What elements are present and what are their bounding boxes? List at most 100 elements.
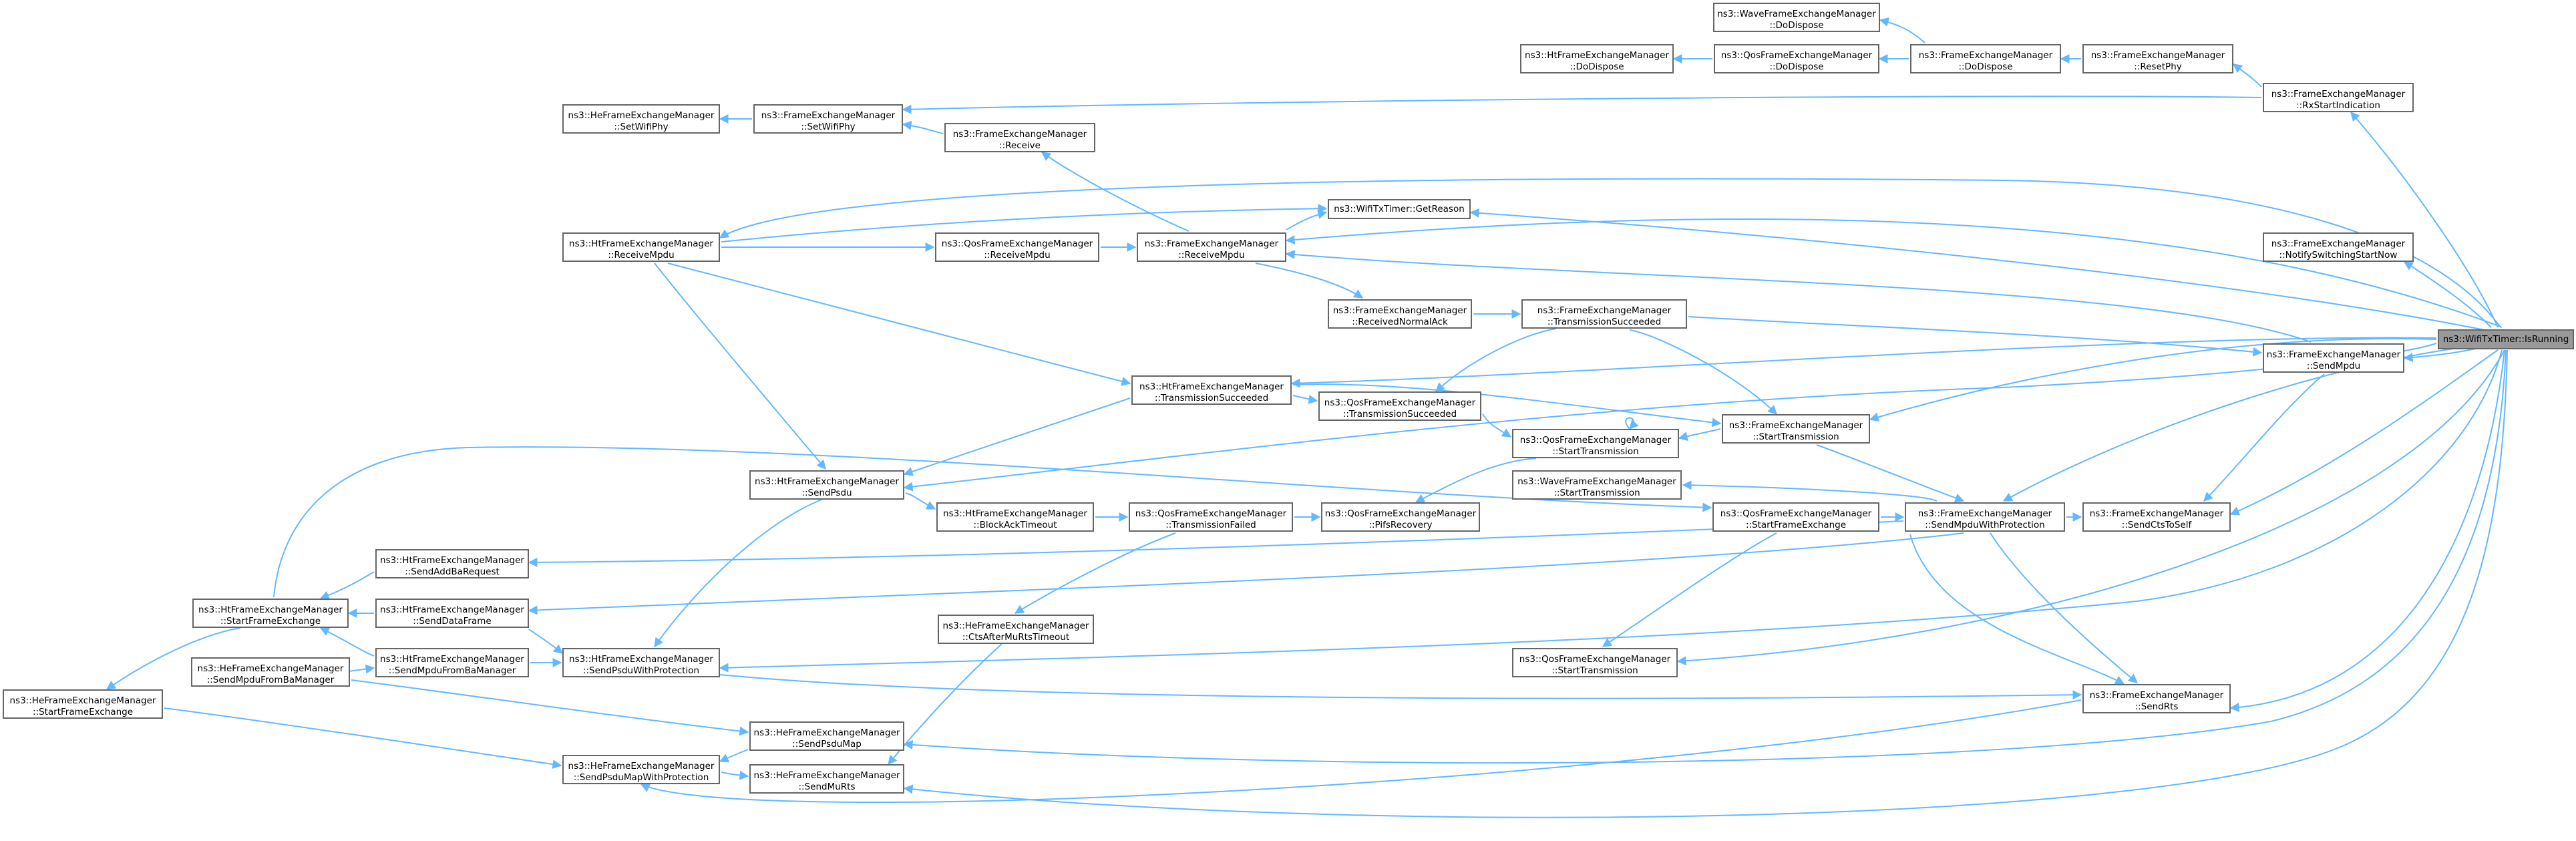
node-fem-dodispose[interactable]: ns3::FrameExchangeManager::DoDispose [1910, 44, 2061, 73]
edge-fem-sendmpduwithprot-to-fem-starttx [1816, 444, 1965, 503]
edge-he-sendmurts-to-target [903, 349, 2508, 818]
node-fem-sendrts[interactable]: ns3::FrameExchangeManager::SendRts [2082, 684, 2231, 713]
edge-ht-startframeexchange-to-ht-sendmpdufromba [319, 627, 375, 657]
node-ht-blockacktimeout[interactable]: ns3::HtFrameExchangeManager::BlockAckTim… [936, 502, 1094, 532]
edge-ht-startframeexchange-to-ht-sendaddba [319, 571, 375, 600]
edge-qos-starttx-a-self [1625, 417, 1639, 430]
node-ht-receivempdu[interactable]: ns3::HtFrameExchangeManager::ReceiveMpdu [562, 232, 720, 262]
edge-ht-sendpsdu-to-ht-receivempdu [654, 263, 826, 470]
edge-fem-starttx-to-fem-txsucceeded [1629, 329, 1777, 415]
node-wifitxtimer-isrunning[interactable]: ns3::WifiTxTimer::IsRunning [2438, 329, 2574, 349]
node-ht-dodispose[interactable]: ns3::HtFrameExchangeManager::DoDispose [1520, 44, 1674, 73]
edge-fem-setwifiphy-to-rxstart [902, 96, 2262, 114]
edge-fem-sendmpduwithprot-to-target [2002, 344, 2485, 502]
edge-receivednormalack-to-fem-receivempdu [1255, 263, 1364, 299]
edge-ht-txsucceeded-to-ht-receivempdu [667, 263, 1131, 386]
node-wifitxtimer-getreason[interactable]: ns3::WifiTxTimer::GetReason [1328, 199, 1471, 219]
edge-getreason-to-ht-receivempdu [721, 204, 1328, 242]
node-qos-starttransmission-a[interactable]: ns3::QosFrameExchangeManager::StartTrans… [1512, 429, 1679, 458]
node-fem-sendmpduwithprotection[interactable]: ns3::FrameExchangeManager::SendMpduWithP… [1905, 502, 2065, 532]
edge-fem-starttx-to-target [1869, 338, 2437, 422]
node-ht-senddataframe[interactable]: ns3::HtFrameExchangeManager::SendDataFra… [375, 599, 529, 628]
node-qos-startframeexchange[interactable]: ns3::QosFrameExchangeManager::StartFrame… [1712, 502, 1879, 532]
edge-he-sendpsdumapwithprot-to-he-sendpsdumap [719, 749, 749, 763]
node-wave-dodispose[interactable]: ns3::WaveFrameExchangeManager::DoDispose [1713, 3, 1880, 32]
edge-fem-receivempdu-to-sendmpdu-back [1285, 250, 2312, 343]
edge-qos-startframeexchange-to-ht-startframeexchange [273, 446, 1712, 598]
edge-ht-sendpsdu-to-target [903, 343, 2437, 492]
node-qos-pifsrecovery[interactable]: ns3::QosFrameExchangeManager::PifsRecove… [1321, 502, 1480, 532]
edge-ht-txsucceeded-to-target [1290, 337, 2437, 388]
node-fem-resetphy[interactable]: ns3::FrameExchangeManager::ResetPhy [2082, 44, 2233, 73]
node-fem-starttransmission[interactable]: ns3::FrameExchangeManager::StartTransmis… [1722, 414, 1870, 444]
edge-fem-sendrts-to-qos-starttx-b [1909, 534, 2125, 685]
node-fem-setwifiphy[interactable]: ns3::FrameExchangeManager::SetWifiPhy [753, 104, 903, 134]
edge-fem-setwifiphy-to-receive [902, 120, 944, 134]
node-fem-receivednormalack[interactable]: ns3::FrameExchangeManager::ReceivedNorma… [1328, 299, 1472, 329]
node-ht-transmissionsucceeded[interactable]: ns3::HtFrameExchangeManager::Transmissio… [1131, 375, 1292, 405]
node-ht-sendaddbarequest[interactable]: ns3::HtFrameExchangeManager::SendAddBaRe… [375, 549, 529, 578]
edge-receive-to-fem-receivempdu [1041, 152, 1189, 232]
edge-fem-sendrts-to-target [2229, 349, 2505, 713]
edge-wave-dodispose-to-fem-dodispose [1879, 17, 1925, 43]
edge-he-sendmurts-to-ctsaftermurts [888, 643, 1002, 766]
edge-he-sendpsdumapwithprot-to-fem-sendrts [640, 699, 2082, 803]
node-he-sendpsdumap[interactable]: ns3::HeFrameExchangeManager::SendPsduMap [749, 721, 904, 751]
node-fem-rxstartindication[interactable]: ns3::FrameExchangeManager::RxStartIndica… [2263, 83, 2414, 112]
node-he-startframeexchange[interactable]: ns3::HeFrameExchangeManager::StartFrameE… [3, 689, 163, 719]
edge-rxstart-to-target [2350, 111, 2499, 328]
edge-ht-sendpsduwithprot-to-ht-sendpsdu [654, 499, 822, 648]
edge-pifsrecovery-to-qos-starttx-a [1415, 458, 1537, 503]
edge-qos-txsucceeded-to-fem-txsucceeded [1435, 328, 1557, 392]
node-qos-transmissionsucceeded[interactable]: ns3::QosFrameExchangeManager::Transmissi… [1318, 391, 1481, 421]
node-wave-starttransmission[interactable]: ns3::WaveFrameExchangeManager::StartTran… [1512, 470, 1682, 500]
edge-qos-txsucceeded-to-ht-txsucceeded [1292, 395, 1318, 404]
node-qos-starttransmission-b[interactable]: ns3::QosFrameExchangeManager::StartTrans… [1512, 648, 1678, 677]
edge-ctsaftermurts-to-qos-txfailed [1014, 532, 1176, 614]
node-he-sendmpdufrombamanager[interactable]: ns3::HeFrameExchangeManager::SendMpduFro… [191, 657, 350, 687]
edge-qos-starttx-b-to-qos-startframeexchange [1602, 532, 1777, 647]
edge-ht-sendpsdu-to-ht-txsucceeded [903, 397, 1131, 476]
edge-fem-sendrts-to-fem-sendmpduwithprot [1990, 532, 2139, 683]
edge-getreason-to-fem-receivempdu [1286, 210, 1328, 230]
node-he-ctsaftermurtstimeout[interactable]: ns3::HeFrameExchangeManager::CtsAfterMuR… [938, 615, 1094, 644]
edge-resetphy-to-rxstart [2232, 63, 2262, 88]
node-qos-receivempdu[interactable]: ns3::QosFrameExchangeManager::ReceiveMpd… [935, 232, 1099, 262]
edge-ht-sendpsduwithprot-to-ht-senddataframe [528, 629, 564, 654]
edge-he-sendpsdumapwithprot-to-he-startframeexchange [164, 707, 562, 770]
node-ht-sendpsduwithprotection[interactable]: ns3::HtFrameExchangeManager::SendPsduWit… [562, 648, 720, 677]
node-qos-transmissionfailed[interactable]: ns3::QosFrameExchangeManager::Transmissi… [1129, 502, 1293, 532]
node-ht-sendpsdu[interactable]: ns3::HtFrameExchangeManager::SendPsdu [749, 470, 904, 500]
edge-he-startframeexchange-to-ht-startframeexchange [106, 627, 241, 690]
node-fem-transmissionsucceeded[interactable]: ns3::FrameExchangeManager::TransmissionS… [1521, 299, 1687, 329]
node-ht-sendmpdufrombamanager[interactable]: ns3::HtFrameExchangeManager::SendMpduFro… [375, 648, 529, 677]
node-ht-startframeexchange[interactable]: ns3::HtFrameExchangeManager::StartFrameE… [192, 599, 349, 628]
node-fem-sendctstoself[interactable]: ns3::FrameExchangeManager::SendCtsToSelf [2082, 502, 2231, 532]
edge-ht-sendpsduwithprot-to-target [719, 349, 2503, 673]
edge-fem-sendrts-to-ht-sendpsduwithprot [719, 674, 2082, 700]
edge-fem-sendctstoself-to-sendmpdu [2203, 373, 2325, 502]
node-fem-notifyswitchingstartnow[interactable]: ns3::FrameExchangeManager::NotifySwitchi… [2263, 232, 2414, 262]
edge-qos-starttx-a-to-qos-txsucceeded [1482, 413, 1512, 438]
node-he-setwifiphy[interactable]: ns3::HeFrameExchangeManager::SetWifiPhy [562, 104, 720, 134]
edge-qos-starttx-a-to-fem-starttx [1678, 428, 1721, 441]
edge-ht-blockacktimeout-to-ht-sendpsdu [905, 492, 936, 510]
edge-ht-senddataframe-to-fem-sendmpduwithprot [528, 532, 1964, 615]
node-fem-sendmpdu[interactable]: ns3::FrameExchangeManager::SendMpdu [2263, 343, 2404, 373]
node-he-sendmurts[interactable]: ns3::HeFrameExchangeManager::SendMuRts [749, 764, 904, 794]
edge-he-sendpsdumap-to-target [903, 349, 2507, 764]
edge-he-sendmurts-to-he-sendpsdumapwithprot [721, 770, 749, 780]
edge-getreason-to-target [1469, 208, 2485, 331]
edge-he-sendpsdumap-to-he-sendmpdufromba [351, 679, 749, 736]
edge-qos-starttx-b-to-target [1676, 349, 2505, 666]
edge-wave-starttx-to-fem-sendmpduwithprot [1682, 480, 1938, 502]
edge-fem-sendctstoself-to-target [2229, 349, 2499, 516]
node-fem-receive[interactable]: ns3::FrameExchangeManager::Receive [944, 123, 1095, 152]
node-fem-receivempdu[interactable]: ns3::FrameExchangeManager::ReceiveMpdu [1137, 232, 1286, 262]
edge-fem-receivempdu-to-target [1285, 218, 2503, 328]
node-qos-dodispose[interactable]: ns3::QosFrameExchangeManager::DoDispose [1714, 44, 1879, 73]
edge-sendmpdu-to-fem-txsucceeded [1688, 316, 2263, 357]
node-he-sendpsdumapwithprotection[interactable]: ns3::HeFrameExchangeManager::SendPsduMap… [562, 755, 720, 784]
